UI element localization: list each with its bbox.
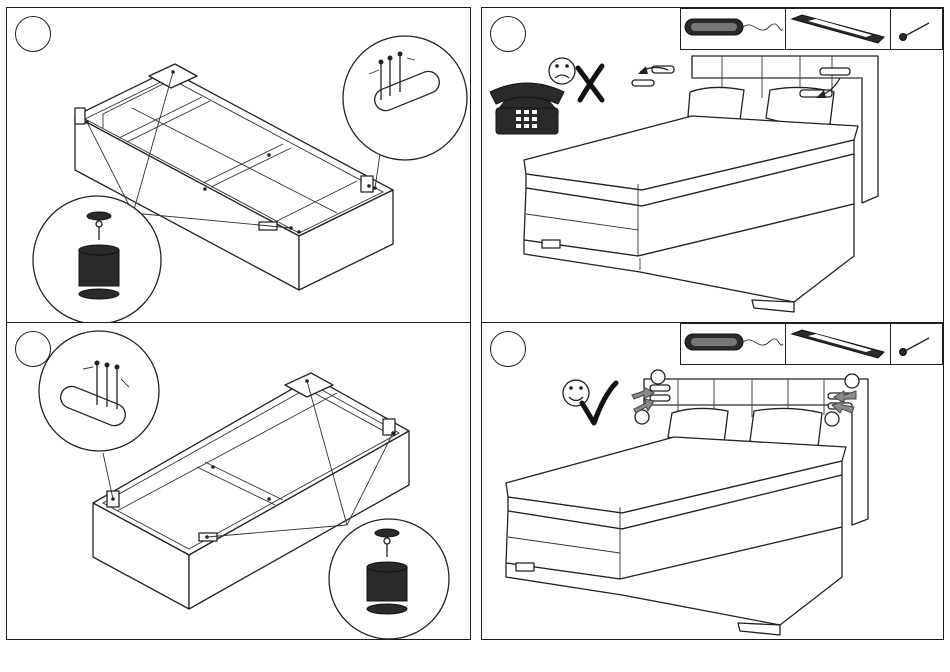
callout-circle xyxy=(845,374,859,388)
step-panel-2 xyxy=(481,7,944,323)
led-strip xyxy=(632,80,654,86)
happy-face-icon xyxy=(563,380,589,406)
corner-bracket xyxy=(361,176,373,192)
cross-mark-icon xyxy=(578,66,602,100)
base-frame-diagram-2 xyxy=(7,323,472,641)
insert-arrow-icon xyxy=(632,387,654,413)
telephone-icon xyxy=(490,83,564,134)
check-mark-icon xyxy=(582,383,616,423)
step-panel-4 xyxy=(481,322,944,640)
led-strip xyxy=(650,385,670,391)
bed-foot xyxy=(542,240,560,248)
callout-circle xyxy=(825,412,839,426)
led-strip xyxy=(800,90,832,97)
led-strip xyxy=(820,68,850,75)
callout-circle xyxy=(651,370,665,384)
bed-foot xyxy=(516,563,534,571)
led-strip xyxy=(650,395,670,401)
foot-washer-icon xyxy=(375,529,399,537)
bed-diagram-correct xyxy=(482,323,945,641)
bed-foot xyxy=(752,300,794,312)
bed-diagram-wrong xyxy=(482,8,945,324)
base-frame-diagram xyxy=(7,8,472,324)
step-panel-3 xyxy=(6,322,471,640)
bed-foot xyxy=(738,623,780,635)
foot-base-pad-icon xyxy=(79,289,119,299)
step-panel-1 xyxy=(6,7,471,323)
corner-bracket xyxy=(75,108,85,124)
sad-face-icon xyxy=(549,58,575,84)
foot-washer-icon xyxy=(87,212,111,220)
handle-detail-circle xyxy=(39,331,159,451)
foot-base-pad-icon xyxy=(367,604,407,614)
